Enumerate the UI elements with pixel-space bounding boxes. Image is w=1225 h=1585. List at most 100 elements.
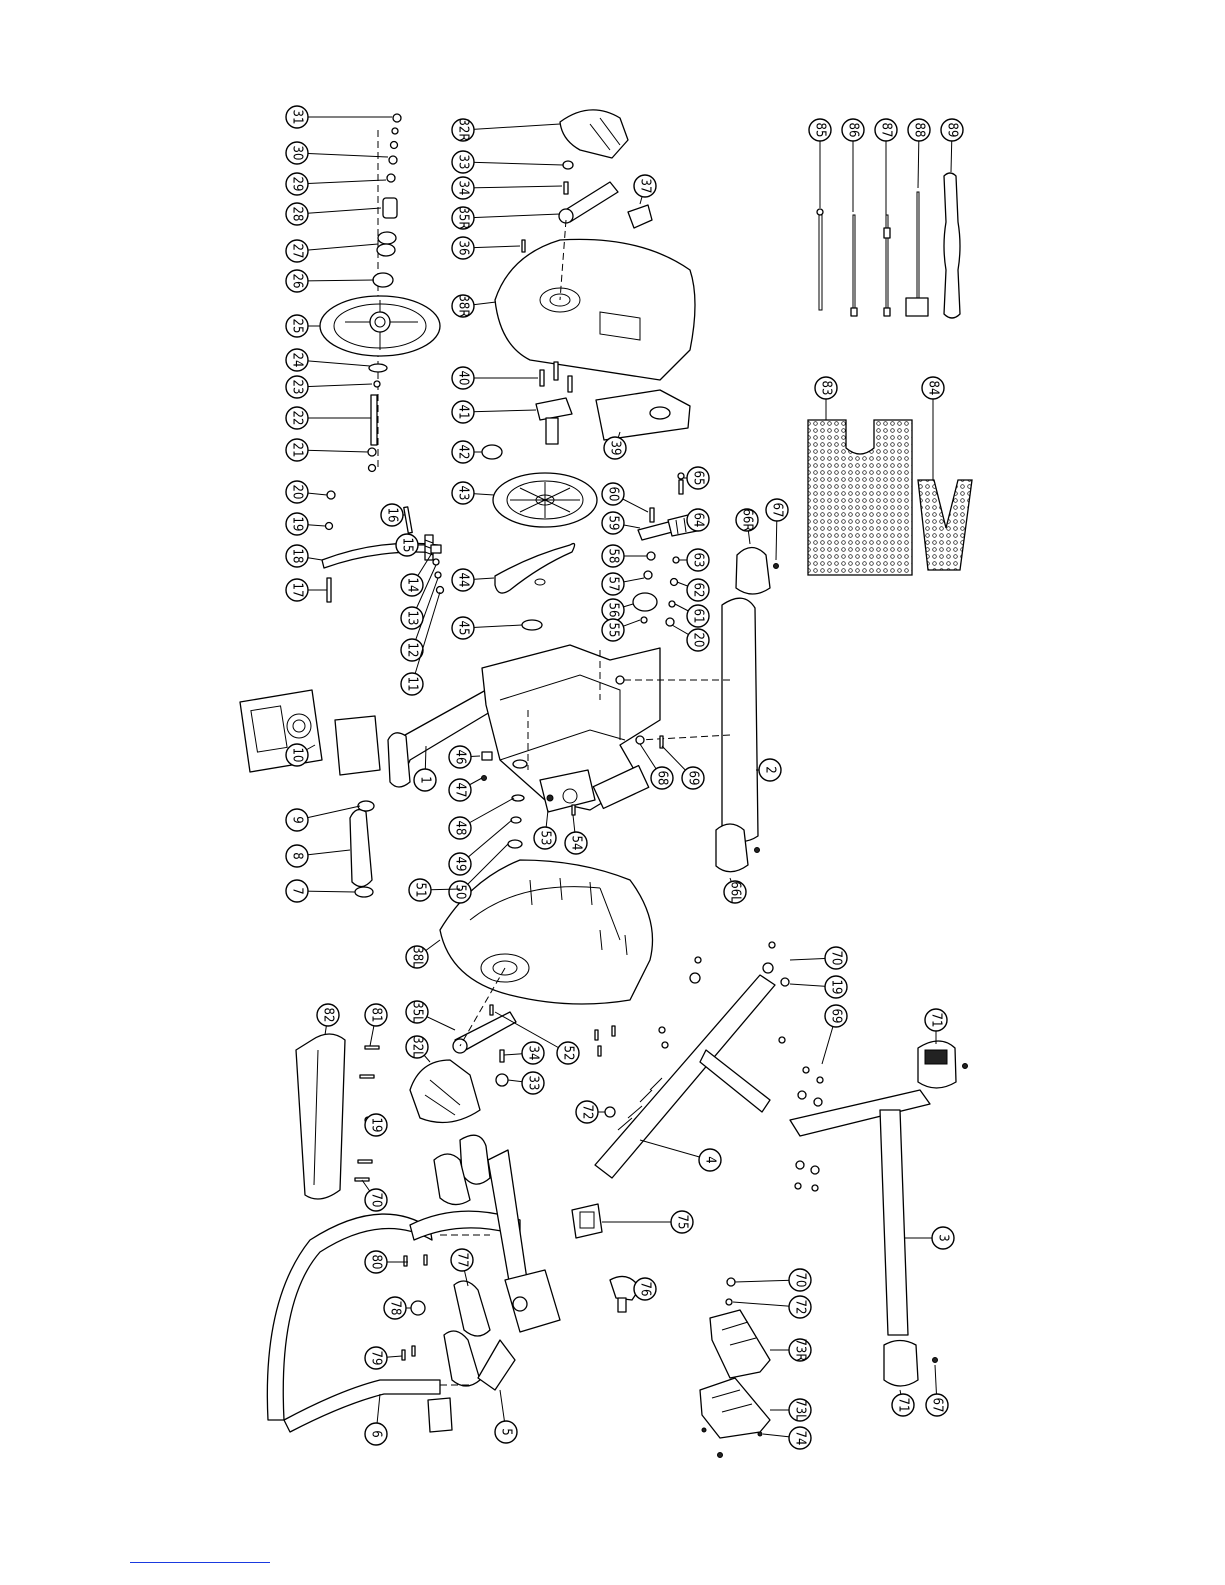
callout-label: 14 bbox=[405, 578, 420, 593]
callout-18: 18 bbox=[285, 544, 323, 568]
callout-32R: 32R bbox=[451, 118, 561, 142]
callout-label: 54 bbox=[569, 836, 584, 851]
frame-brace bbox=[699, 1049, 771, 1113]
callout-circle bbox=[494, 1420, 518, 1444]
callout-circle bbox=[521, 1071, 545, 1095]
leader-line bbox=[296, 383, 373, 388]
part-60-bolt bbox=[649, 507, 655, 523]
callout-label: 69 bbox=[686, 771, 701, 786]
callout-label: 66R bbox=[740, 508, 755, 531]
callout-69: 69 bbox=[661, 745, 705, 790]
callout-label: 65 bbox=[691, 471, 706, 486]
callout-circle bbox=[285, 808, 309, 832]
part-41-axle bbox=[545, 417, 559, 445]
part-67-screw bbox=[932, 1357, 938, 1363]
callout-4: 4 bbox=[639, 1139, 722, 1172]
callout-circle bbox=[698, 1148, 722, 1172]
part-32R-pedal bbox=[559, 109, 629, 159]
callout-label: 7 bbox=[290, 887, 305, 894]
callout-22: 22 bbox=[285, 406, 371, 430]
callout-label: 89 bbox=[945, 123, 960, 138]
callout-8: 8 bbox=[285, 844, 351, 868]
part-76-knob bbox=[609, 1275, 641, 1301]
callout-42: 42 bbox=[451, 440, 482, 464]
leader-line bbox=[296, 179, 387, 185]
callout-26: 26 bbox=[285, 269, 375, 293]
callout-label: 61 bbox=[691, 609, 706, 624]
callout-56: 56 bbox=[601, 598, 634, 622]
callout-34: 34 bbox=[503, 1041, 545, 1065]
callout-circle bbox=[921, 376, 945, 400]
callout-label: 82 bbox=[321, 1008, 336, 1023]
callout-61: 61 bbox=[674, 603, 710, 628]
callout-55: 55 bbox=[601, 618, 641, 642]
callout-50: 50 bbox=[448, 843, 509, 904]
callout-35L: 35L bbox=[405, 1000, 456, 1031]
part-66R-end-cap bbox=[735, 546, 771, 595]
callout-25: 25 bbox=[285, 314, 320, 338]
part-55-washer bbox=[640, 616, 648, 624]
callout-circle bbox=[603, 436, 627, 460]
part-20-nut bbox=[665, 617, 675, 627]
callout-circle bbox=[824, 975, 848, 999]
rear-stabilizer bbox=[615, 546, 779, 873]
console-and-main-frame bbox=[239, 644, 661, 811]
callout-57: 57 bbox=[601, 572, 645, 596]
callout-6: 6 bbox=[364, 1393, 388, 1446]
part-1-main-frame-body bbox=[481, 644, 661, 811]
callout-76: 76 bbox=[633, 1277, 657, 1301]
callout-circle bbox=[925, 1393, 949, 1417]
leader-line bbox=[462, 185, 563, 189]
callout-label: 3 bbox=[936, 1234, 951, 1241]
callout-label: 64 bbox=[691, 513, 706, 528]
callout-label: 72 bbox=[580, 1105, 595, 1120]
callout-49: 49 bbox=[448, 819, 513, 876]
callout-circle bbox=[285, 406, 309, 430]
part-39-chain-guard bbox=[595, 389, 691, 441]
callout-label: 19 bbox=[290, 517, 305, 532]
callout-circle bbox=[841, 118, 865, 142]
callout-circle bbox=[448, 880, 472, 904]
leader-line bbox=[494, 1011, 569, 1054]
callout-83: 83 bbox=[814, 376, 838, 420]
console-bracket bbox=[334, 715, 381, 776]
callout-circle bbox=[451, 440, 475, 464]
leader-line bbox=[639, 1139, 711, 1161]
part-19-washer bbox=[324, 521, 334, 531]
part-4-seat-slide-tube bbox=[594, 974, 776, 1179]
callout-label: 72 bbox=[793, 1300, 808, 1315]
callout-66L: 66L bbox=[723, 877, 747, 904]
part-65-bolt bbox=[677, 472, 685, 480]
leader-line bbox=[296, 243, 379, 252]
callout-circle bbox=[451, 294, 475, 318]
part-57-washer bbox=[643, 570, 653, 580]
callout-45: 45 bbox=[451, 616, 523, 640]
callout-label: 20 bbox=[691, 633, 706, 648]
callout-70: 70 bbox=[789, 946, 848, 970]
callout-label: 9 bbox=[290, 816, 305, 823]
callout-label: 34 bbox=[456, 181, 471, 196]
callout-label: 59 bbox=[606, 516, 621, 531]
callout-circle bbox=[395, 533, 419, 557]
callout-circle bbox=[451, 616, 475, 640]
callout-label: 6 bbox=[369, 1430, 384, 1437]
callout-65: 65 bbox=[684, 466, 710, 490]
callout-label: 71 bbox=[896, 1398, 911, 1413]
callout-circle bbox=[788, 1295, 812, 1319]
callout-circle bbox=[670, 1210, 694, 1234]
callout-label: 58 bbox=[606, 549, 621, 564]
callout-label: 37 bbox=[638, 179, 653, 194]
callout-label: 28 bbox=[290, 207, 305, 222]
callout-3: 3 bbox=[905, 1226, 955, 1250]
callout-label: 5 bbox=[499, 1428, 514, 1435]
callout-label: 75 bbox=[675, 1215, 690, 1230]
callout-35R: 35R bbox=[451, 206, 561, 230]
callout-circle bbox=[686, 578, 710, 602]
footer-link-underline[interactable] bbox=[130, 1562, 270, 1563]
callout-39: 39 bbox=[603, 431, 627, 460]
leader-line bbox=[462, 213, 561, 219]
part-84-mat bbox=[917, 479, 973, 571]
callout-circle bbox=[633, 174, 657, 198]
callout-34: 34 bbox=[451, 176, 563, 200]
